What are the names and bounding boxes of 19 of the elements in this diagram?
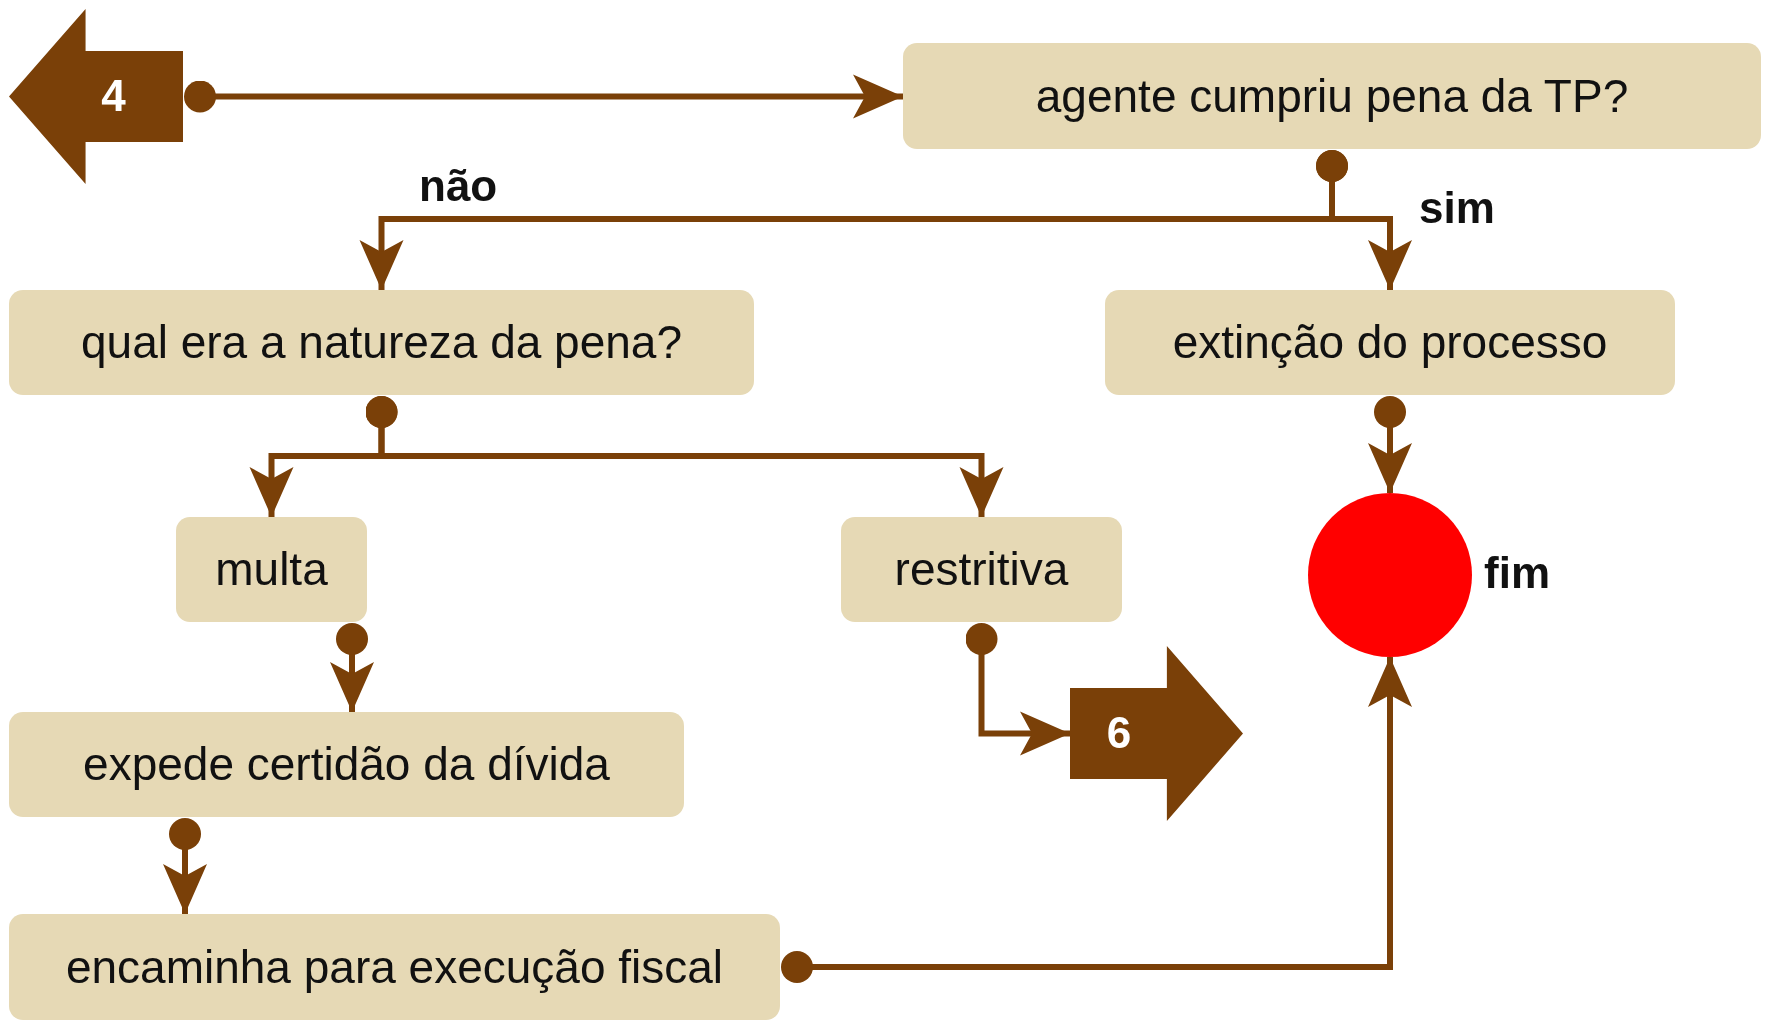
arrow	[1316, 150, 1412, 290]
process-box: multa	[176, 517, 367, 622]
connector-number: 4	[101, 71, 126, 122]
process-box: encaminha para execução fiscal	[9, 914, 780, 1020]
arrow	[1368, 396, 1412, 493]
arrow	[163, 818, 207, 914]
process-box: restritiva	[841, 517, 1122, 622]
arrow	[365, 396, 1004, 517]
process-box: agente cumpriu pena da TP?	[903, 43, 1761, 149]
connector-arrow-shape	[1070, 646, 1243, 821]
arrow	[965, 623, 1070, 756]
arrow	[330, 623, 374, 712]
process-box: qual era a natureza da pena?	[9, 290, 754, 395]
arrow	[184, 74, 903, 119]
connector-number: 6	[1106, 708, 1132, 759]
process-box: expede certidão da dívida	[9, 712, 684, 817]
process-box: extinção do processo	[1105, 290, 1675, 395]
connector-arrow-shape	[9, 9, 183, 184]
arrow	[781, 657, 1412, 983]
